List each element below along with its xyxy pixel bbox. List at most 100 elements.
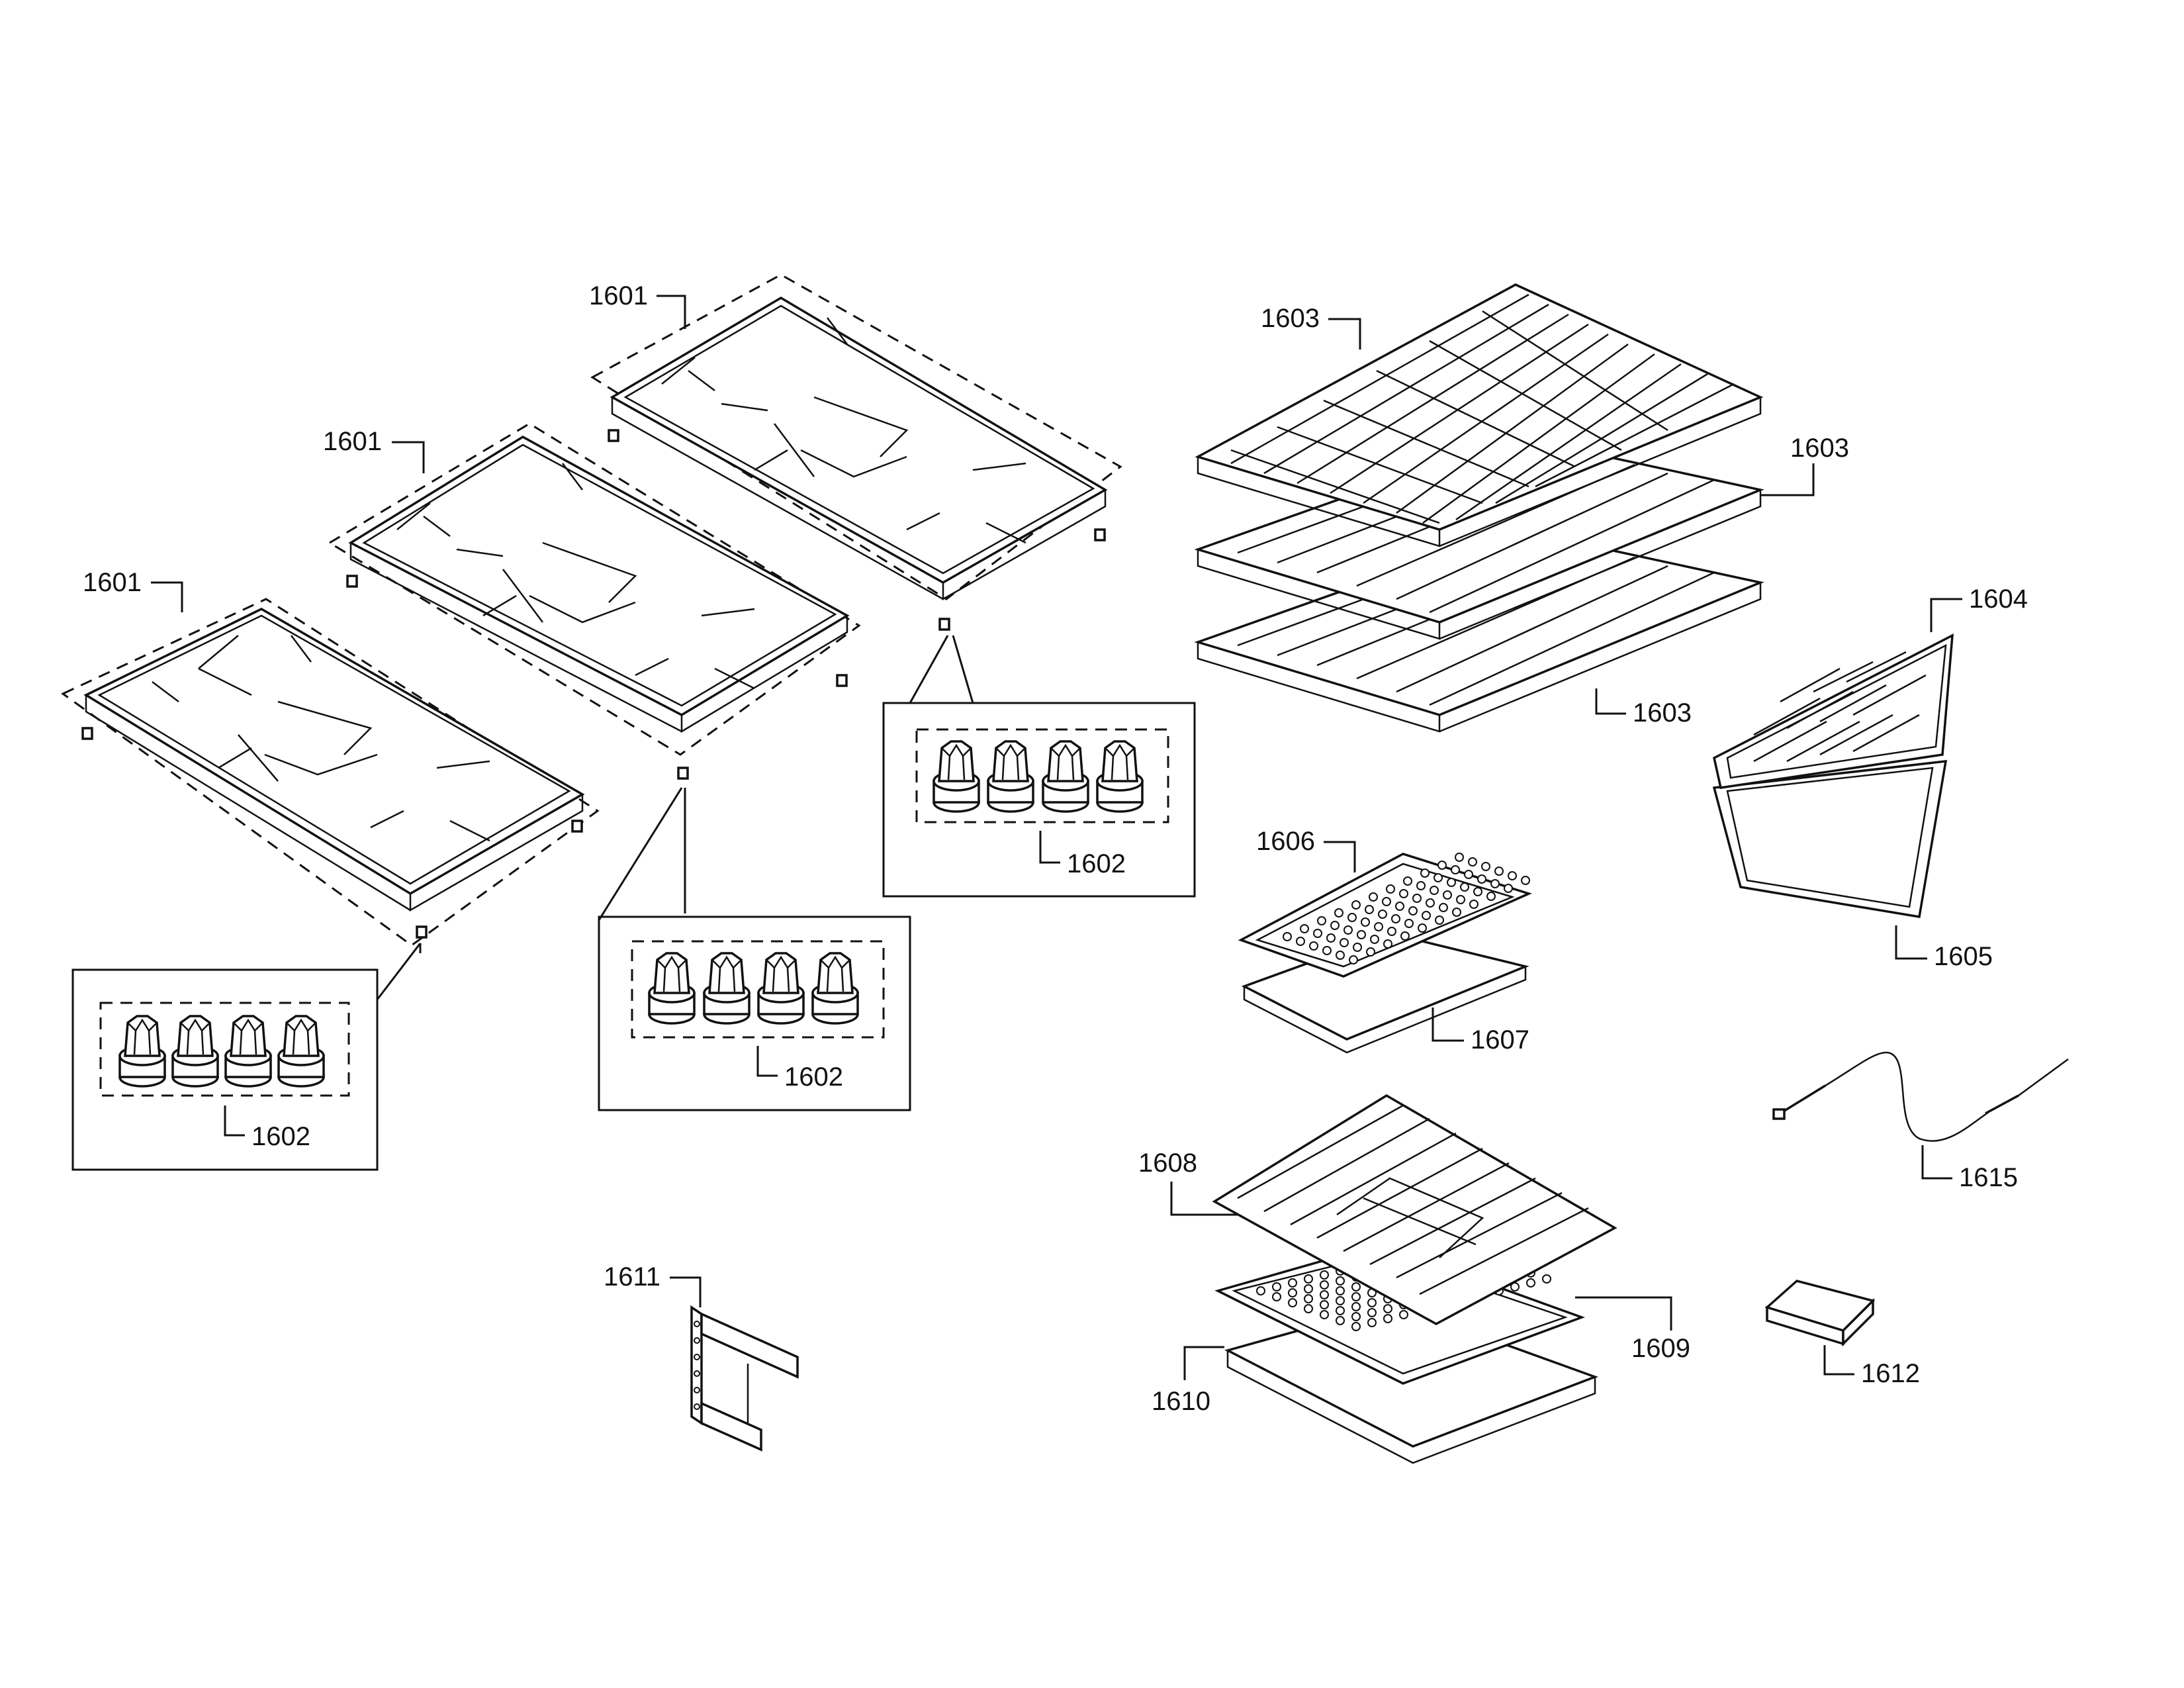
perforation-hole bbox=[1300, 924, 1309, 933]
callout-grate-right: 1601 bbox=[589, 281, 686, 329]
perforation-hole bbox=[1367, 1298, 1377, 1307]
perforation-hole bbox=[1439, 903, 1448, 912]
label-roast-insert: 1609 bbox=[1631, 1334, 1690, 1363]
perforation-hole bbox=[1391, 914, 1400, 923]
perforation-hole bbox=[1340, 938, 1349, 947]
perforation-hole bbox=[1256, 1286, 1265, 1295]
grate-left bbox=[61, 598, 600, 947]
perforation-hole bbox=[1473, 887, 1482, 896]
perforation-hole bbox=[1386, 884, 1395, 894]
perforation-hole bbox=[1336, 1276, 1345, 1286]
callout-bracket: 1611 bbox=[604, 1262, 702, 1307]
perforation-hole bbox=[1383, 1314, 1392, 1323]
label-grate-left: 1601 bbox=[83, 568, 142, 597]
perforation-hole bbox=[1404, 919, 1414, 928]
perforation-hole bbox=[1460, 882, 1469, 892]
callout-broiler-pan: 1605 bbox=[1895, 925, 1993, 971]
perforation-hole bbox=[1365, 905, 1374, 914]
perforation-hole bbox=[1320, 1300, 1329, 1309]
callout-small-pan: 1607 bbox=[1432, 1008, 1529, 1055]
perforation-hole bbox=[1353, 943, 1362, 952]
perforation-hole bbox=[1351, 900, 1361, 910]
callout-rack-middle: 1603 bbox=[1760, 434, 1849, 496]
perforation-hole bbox=[1336, 1296, 1345, 1305]
perforation-hole bbox=[1526, 1278, 1535, 1288]
perforation-hole bbox=[1508, 871, 1517, 880]
perforation-hole bbox=[1416, 881, 1426, 890]
perforation-hole bbox=[1490, 879, 1500, 888]
perforation-hole bbox=[1320, 1290, 1329, 1299]
perforation-hole bbox=[1288, 1278, 1297, 1288]
callout-roast-pan: 1610 bbox=[1152, 1346, 1224, 1416]
broiler-pan bbox=[1712, 759, 1948, 919]
perforation-hole bbox=[1283, 932, 1292, 941]
perforation-hole bbox=[1477, 874, 1486, 884]
label-roast-pan: 1610 bbox=[1152, 1387, 1210, 1416]
perforation-hole bbox=[1320, 1280, 1329, 1289]
perforation-hole bbox=[1351, 1292, 1361, 1301]
perforation-hole bbox=[1336, 1286, 1345, 1295]
perforation-hole bbox=[1383, 939, 1392, 949]
perforation-hole bbox=[1374, 922, 1383, 931]
callout-meat-probe: 1615 bbox=[1921, 1145, 2018, 1192]
perforation-hole bbox=[1288, 1288, 1297, 1297]
perforation-hole bbox=[1370, 935, 1379, 944]
perforation-hole bbox=[1437, 861, 1447, 870]
perforation-hole bbox=[1304, 1294, 1313, 1303]
label-grate-right: 1601 bbox=[589, 281, 648, 310]
callout-sponge: 1612 bbox=[1823, 1345, 1920, 1388]
label-small-pan: 1607 bbox=[1471, 1025, 1529, 1055]
callout-roast-rack: 1608 bbox=[1138, 1149, 1238, 1216]
perforation-hole bbox=[1412, 894, 1422, 903]
perforation-hole bbox=[1367, 1318, 1377, 1327]
perforation-hole bbox=[1343, 925, 1353, 935]
bracket bbox=[690, 1305, 799, 1452]
perforation-hole bbox=[1322, 946, 1332, 955]
label-sponge: 1612 bbox=[1861, 1359, 1920, 1388]
label-roast-rack: 1608 bbox=[1138, 1149, 1197, 1178]
meat-probe bbox=[1772, 1051, 2069, 1142]
label-broiler-pan: 1605 bbox=[1934, 942, 1993, 971]
perforation-hole bbox=[1383, 1304, 1392, 1313]
perforation-hole bbox=[1521, 876, 1530, 885]
perforation-hole bbox=[1435, 915, 1444, 925]
perforation-hole bbox=[1433, 873, 1443, 882]
perforation-hole bbox=[1347, 913, 1357, 922]
perforation-hole bbox=[1399, 1310, 1408, 1319]
perforation-hole bbox=[1422, 911, 1431, 920]
label-rack-top: 1603 bbox=[1261, 304, 1320, 333]
broiler-grid bbox=[1712, 633, 1954, 789]
label-feet-middle: 1602 bbox=[784, 1062, 843, 1092]
callout-grate-left: 1601 bbox=[83, 568, 183, 612]
cleaning-sponge bbox=[1764, 1280, 1876, 1347]
perforation-hole bbox=[1504, 884, 1513, 893]
perforation-hole bbox=[1336, 1316, 1345, 1325]
perforation-hole bbox=[1326, 933, 1336, 943]
perforation-hole bbox=[1320, 1310, 1329, 1319]
perforation-hole bbox=[1426, 898, 1435, 908]
perforation-hole bbox=[1304, 1274, 1313, 1284]
perforation-hole bbox=[1369, 892, 1378, 902]
label-bracket: 1611 bbox=[604, 1262, 660, 1291]
perforation-hole bbox=[1542, 1274, 1551, 1284]
perforation-hole bbox=[1351, 1302, 1361, 1311]
perforation-hole bbox=[1336, 1306, 1345, 1315]
perforation-hole bbox=[1455, 853, 1464, 862]
perforation-hole bbox=[1399, 889, 1408, 898]
roast-rack bbox=[1212, 1094, 1617, 1325]
perforation-hole bbox=[1330, 921, 1340, 930]
perforation-hole bbox=[1272, 1282, 1281, 1291]
perforation-hole bbox=[1288, 1298, 1297, 1307]
label-grate-middle: 1601 bbox=[323, 427, 382, 456]
perforation-hole bbox=[1320, 1270, 1329, 1280]
perforation-hole bbox=[1351, 1312, 1361, 1321]
callout-rack-bottom: 1603 bbox=[1595, 688, 1692, 727]
perforation-hole bbox=[1382, 897, 1391, 906]
grate-right bbox=[590, 273, 1122, 631]
feet-group-left: 1602 bbox=[71, 943, 422, 1171]
perforation-hole bbox=[1296, 937, 1305, 946]
grate-middle bbox=[328, 422, 861, 780]
perforation-hole bbox=[1494, 867, 1504, 876]
perforation-hole bbox=[1420, 868, 1430, 878]
